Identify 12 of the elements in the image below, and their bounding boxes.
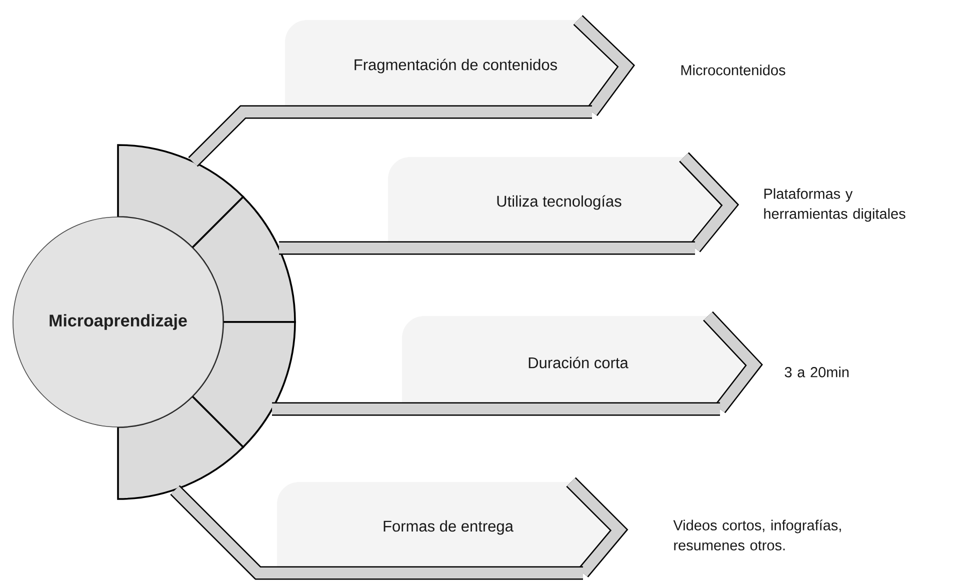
side-note: Microcontenidos (681, 64, 786, 76)
ring-segment (191, 321, 296, 448)
side-note: Plataformas y herramientas digitales (764, 188, 906, 222)
ring-segment (117, 395, 244, 500)
ring-segment (191, 196, 296, 323)
chevron-box: Fragmentación de contenidos (285, 15, 636, 116)
side-note: Videos cortos, infografías, resumenes otros. (673, 520, 841, 550)
chevron-box: Duración corta (402, 311, 763, 414)
ring-segment (117, 144, 244, 249)
side-note: 3 a 20min (784, 366, 849, 378)
chevron-box: Utiliza tecnologías (388, 152, 740, 252)
chevron-box: Formas de entrega (277, 477, 628, 578)
